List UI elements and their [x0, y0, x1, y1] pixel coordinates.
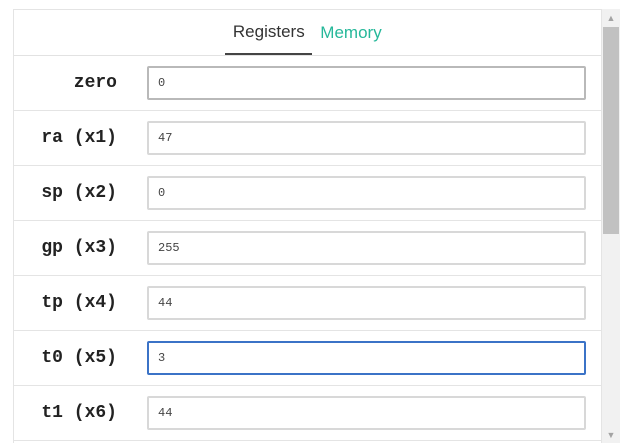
register-field-wrapper [147, 66, 586, 100]
register-field-wrapper [147, 396, 586, 430]
register-row-t0: t0 (x5) [14, 331, 601, 386]
register-label: t1 (x6) [41, 403, 117, 423]
register-row-t1: t1 (x6) [14, 386, 601, 441]
register-input-gp[interactable] [158, 241, 584, 255]
register-input-t1[interactable] [158, 406, 584, 420]
tab-registers[interactable]: Registers [225, 10, 313, 55]
register-field-wrapper [147, 121, 586, 155]
scrollbar-thumb[interactable] [603, 27, 619, 234]
register-field-wrapper [147, 176, 586, 210]
register-label: ra (x1) [41, 128, 117, 148]
scroll-up-arrow-icon[interactable]: ▲ [606, 12, 616, 23]
register-input-ra[interactable] [158, 131, 584, 145]
register-label: sp (x2) [41, 183, 117, 203]
register-panel: Registers Memory zero ra (x1) sp (x2) [13, 9, 602, 443]
register-label: t0 (x5) [41, 348, 117, 368]
register-label: gp (x3) [41, 238, 117, 258]
register-input-t0[interactable] [158, 351, 584, 365]
register-row-sp: sp (x2) [14, 166, 601, 221]
register-input-tp[interactable] [158, 296, 584, 310]
register-row-gp: gp (x3) [14, 221, 601, 276]
register-field-wrapper [147, 231, 586, 265]
vertical-scrollbar[interactable]: ▲ ▼ [602, 9, 620, 443]
scroll-down-arrow-icon[interactable]: ▼ [606, 429, 616, 440]
register-field-wrapper-focused [147, 341, 586, 375]
register-field-wrapper [147, 286, 586, 320]
register-label: zero [73, 73, 117, 93]
register-row-zero: zero [14, 56, 601, 111]
tab-memory[interactable]: Memory [320, 22, 382, 42]
register-label: tp (x4) [41, 293, 117, 313]
register-list: zero ra (x1) sp (x2) gp (x3) [14, 56, 601, 441]
tab-bar: Registers Memory [14, 10, 601, 56]
register-row-tp: tp (x4) [14, 276, 601, 331]
register-row-ra: ra (x1) [14, 111, 601, 166]
register-input-sp[interactable] [158, 186, 584, 200]
register-input-zero[interactable] [158, 76, 584, 90]
